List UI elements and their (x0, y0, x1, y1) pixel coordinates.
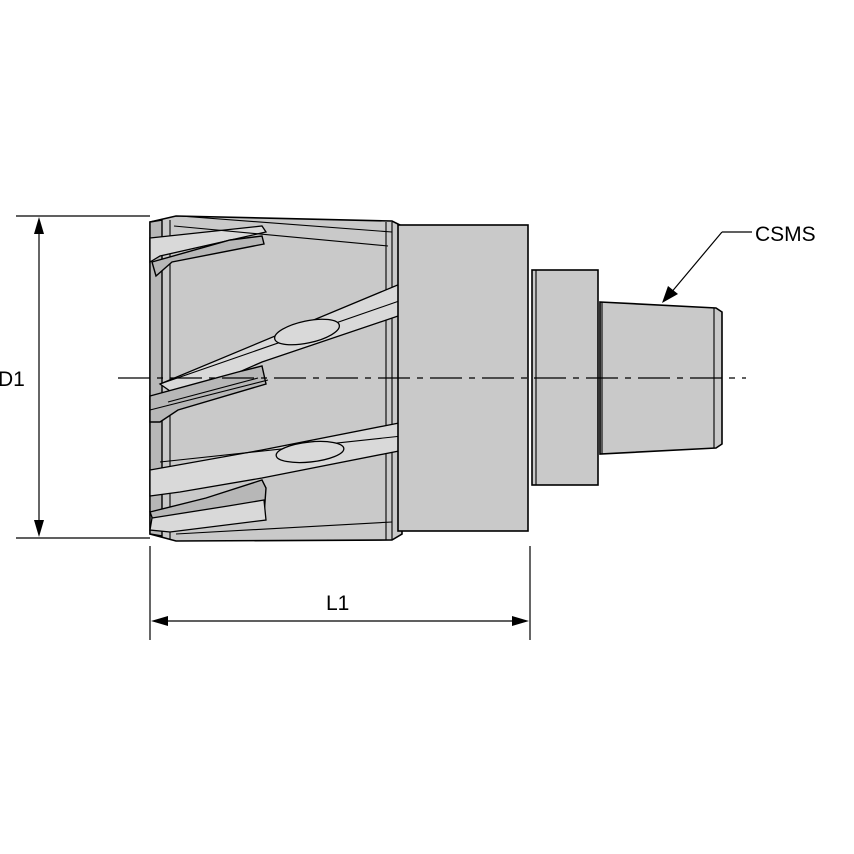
dimension-d1: D1 (0, 215, 150, 539)
l1-label: L1 (326, 592, 349, 615)
csms-label: CSMS (755, 223, 816, 246)
csms-leader: CSMS (662, 223, 816, 303)
flute-bottom (149, 479, 393, 535)
d1-label: D1 (0, 368, 25, 391)
dimension-l1: L1 (149, 546, 531, 640)
flute-top (149, 215, 393, 278)
flute-middle (149, 365, 269, 423)
